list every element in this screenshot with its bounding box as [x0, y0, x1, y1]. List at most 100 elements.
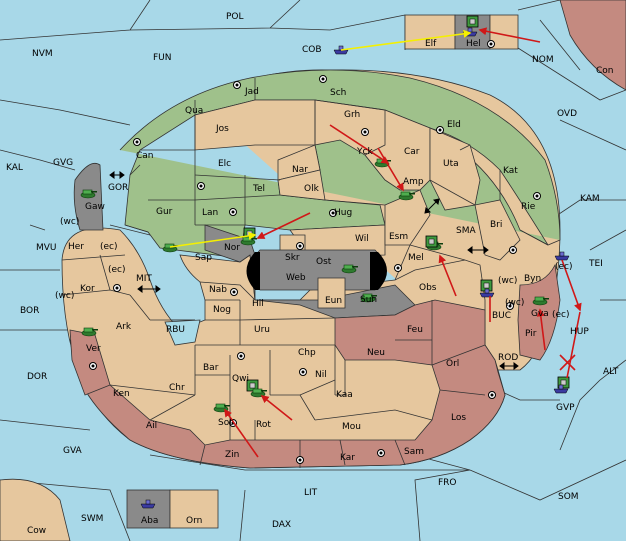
land-label-nil: Nil: [315, 370, 327, 380]
sea-label-cob: COB: [302, 45, 322, 55]
sea-label-dor: DOR: [27, 372, 47, 382]
sea-label-bor: BOR: [20, 306, 39, 316]
land-label-mel: Mel: [408, 253, 424, 263]
land-label-lan: Lan: [202, 208, 218, 218]
land-label-gaw: Gaw: [85, 202, 105, 212]
water-pill: [246, 252, 260, 290]
sea-label-fro: FRO: [438, 478, 457, 488]
land-label-rot: Rot: [256, 420, 271, 430]
sea-label-tei: TEI: [588, 259, 603, 269]
sea-label-ovd: OVD: [557, 109, 577, 119]
land-label-gur: Gur: [156, 207, 173, 217]
land-label-gva-wc: (wc): [505, 298, 524, 308]
land-label-kor-ec: (ec): [108, 265, 126, 275]
land-label-eld: Eld: [447, 120, 461, 130]
land-label-jad: Jad: [244, 87, 259, 97]
land-label-bar: Bar: [203, 363, 219, 373]
water-pill-right: [370, 252, 387, 290]
land-label-chp: Chp: [298, 348, 316, 358]
orders: [169, 27, 582, 458]
land-label-amp: Amp: [403, 177, 424, 187]
land-label-chr: Chr: [169, 383, 185, 393]
sea-label-rbu: RBU: [166, 325, 185, 335]
land-label-nog: Nog: [213, 305, 231, 315]
land-label-elf: Elf: [425, 39, 437, 49]
land-label-car: Car: [404, 147, 420, 157]
province-block-elf-hel: [404, 14, 519, 50]
province-borders: [61, 78, 549, 468]
land-label-esm: Esm: [389, 232, 408, 242]
land-label-nab: Nab: [209, 285, 227, 295]
province-esm: [384, 189, 431, 246]
sea-label-dax: DAX: [272, 520, 291, 530]
sea-label-buc: BUC: [492, 311, 511, 321]
land-label-ail: Ail: [146, 421, 157, 431]
land-label-bri: Bri: [490, 220, 502, 230]
land-label-ost: Ost: [316, 257, 332, 267]
land-label-her-wc: (wc): [60, 217, 79, 227]
sea-label-alt: ALT: [603, 367, 619, 377]
land-label-feu: Feu: [407, 325, 423, 335]
land-label-byn-ec: (ec): [555, 262, 573, 272]
sea-label-mit: MIT: [136, 274, 152, 284]
sea-label-con: Con: [596, 66, 614, 76]
sea-label-gvg: GVG: [53, 158, 73, 168]
land-label-mou: Mou: [342, 422, 361, 432]
land-label-rie: Rie: [521, 202, 536, 212]
sea-label-swm: SWM: [81, 514, 103, 524]
sea-label-nom: NOM: [532, 55, 554, 65]
sea-label-pol: POL: [226, 12, 244, 22]
sea-label-hup: HUP: [570, 327, 589, 337]
channel-arrows: [109, 171, 519, 370]
land-label-kar: Kar: [340, 453, 355, 463]
land-label-wil: Wil: [355, 234, 369, 244]
water-rbu: [164, 319, 201, 346]
unit-army-nor: [240, 236, 258, 246]
land-label-olk: Olk: [304, 184, 320, 194]
land-label-byn-wc: (wc): [498, 276, 517, 286]
province-cow: [0, 478, 71, 541]
sea-label-nvm: NVM: [32, 49, 53, 59]
land-label-nor: Nor: [224, 243, 240, 253]
land-label-uta: Uta: [443, 159, 459, 169]
province-ost-web: [249, 249, 386, 291]
sea-label-lit: LIT: [304, 488, 318, 498]
land-label-grh: Grh: [344, 110, 360, 120]
land-label-orl: Orl: [446, 359, 459, 369]
land-label-orn: Orn: [186, 516, 202, 526]
land-label-zin: Zin: [225, 450, 239, 460]
land-label-kor-wc: (wc): [55, 291, 74, 301]
land-label-hug: Hug: [334, 208, 352, 218]
sea-label-kal: KAL: [6, 163, 23, 173]
land-label-skr: Skr: [285, 253, 300, 263]
land-label-jos: Jos: [215, 124, 229, 134]
sea-label-sma: SMA: [456, 226, 476, 236]
sea-label-rod: ROD: [498, 353, 518, 363]
land-label-los: Los: [451, 413, 466, 423]
land-label-hil: Hil: [252, 299, 264, 309]
land-label-kor: Kor: [80, 284, 95, 294]
sea-labels: POL NVM FUN COB NOM Con OVD KAL GVG GOR …: [6, 12, 619, 536]
land-label-pir: Pir: [525, 329, 537, 339]
sea-label-gvp: GVP: [556, 403, 575, 413]
land-label-her-ec: (ec): [100, 242, 118, 252]
land-label-gva-ec: (ec): [552, 310, 570, 320]
land-label-uru: Uru: [254, 325, 270, 335]
land-label-byn: Byn: [524, 274, 541, 284]
sea-label-som: SOM: [558, 492, 579, 502]
province-eun: [317, 277, 346, 309]
province-con: [559, 0, 626, 91]
land-label-qua: Qua: [185, 106, 203, 116]
land-label-qwi: Qwi: [232, 374, 249, 384]
land-label-neu: Neu: [367, 348, 385, 358]
land-label-nar: Nar: [292, 165, 308, 175]
unit-army-sap: [162, 243, 180, 253]
land-label-tel: Tel: [252, 184, 265, 194]
land-label-sun: Sun: [360, 295, 377, 305]
land-label-web: Web: [286, 273, 306, 283]
land-label-ark: Ark: [116, 322, 132, 332]
land-label-obs: Obs: [419, 283, 437, 293]
land-label-her: Her: [68, 242, 84, 252]
land-label-aba: Aba: [141, 516, 158, 526]
